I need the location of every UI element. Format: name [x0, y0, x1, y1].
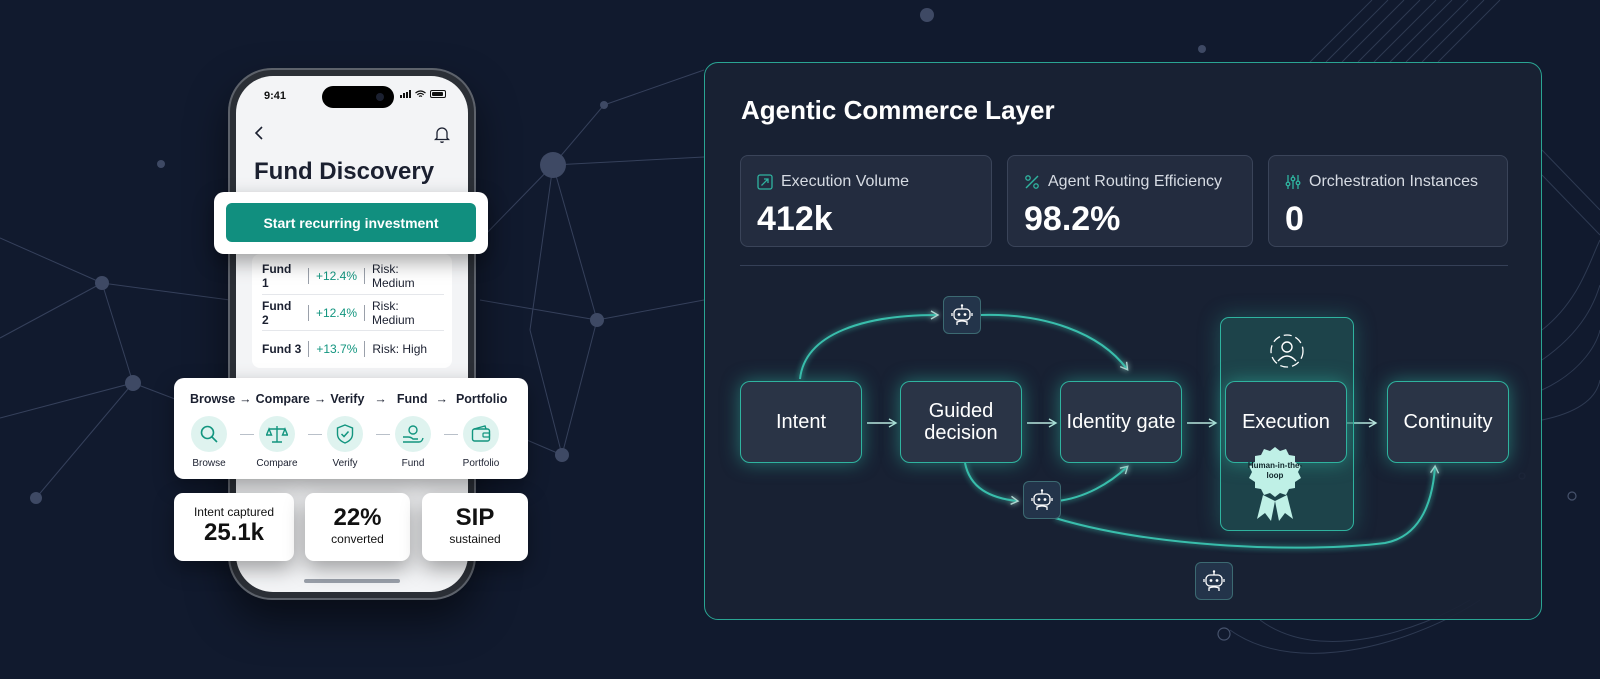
step-portfolio[interactable]: Portfolio: [454, 416, 508, 469]
start-recurring-investment-button[interactable]: Start recurring investment: [226, 203, 476, 242]
panel-divider: [740, 265, 1508, 266]
fund-list: Fund 1 +12.4% Risk: Medium Fund 2 +12.4%…: [252, 254, 452, 368]
flow-step: Compare: [255, 392, 310, 406]
flow-arrow: →: [313, 392, 327, 406]
flow-step: Portfolio: [455, 392, 508, 406]
journey-flow-text: Browse→Compare→Verify→Fund→Portfolio: [190, 392, 507, 406]
fund-risk: Risk: High: [372, 341, 428, 356]
robot-icon: [1031, 489, 1053, 510]
robot-icon: [1203, 570, 1225, 591]
metric-label: Agent Routing Efficiency: [1048, 173, 1223, 190]
home-indicator: [304, 579, 400, 583]
fund-name: Fund 1: [262, 262, 292, 290]
step-label: Portfolio: [462, 458, 500, 469]
metric-label: Execution Volume: [781, 173, 910, 190]
flow-node-guided-decision[interactable]: Guided decision: [900, 381, 1022, 463]
metric-execution-volume: Execution Volume 412k: [740, 155, 992, 247]
metric-orchestration-instances: Orchestration Instances 0: [1268, 155, 1508, 247]
journey-card: Browse→Compare→Verify→Fund→Portfolio Bro…: [174, 378, 528, 479]
flow-node-continuity[interactable]: Continuity: [1387, 381, 1509, 463]
signal-icon: [400, 90, 411, 98]
stat-label: sustained: [449, 532, 501, 546]
flow-step: Browse: [190, 392, 236, 406]
flow-step: Fund: [396, 392, 428, 406]
metric-value: 98.2%: [1024, 200, 1121, 238]
step-compare[interactable]: Compare: [250, 416, 304, 469]
fund-return: +12.4%: [315, 269, 357, 283]
panel-title: Agentic Commerce Layer: [741, 95, 1055, 125]
step-browse[interactable]: Browse: [182, 416, 236, 469]
trend-up-icon: [757, 174, 773, 190]
agentic-commerce-panel: Agentic Commerce Layer Execution Volume …: [704, 62, 1542, 620]
search-icon: [200, 425, 218, 443]
fund-row[interactable]: Fund 3 +13.7% Risk: High: [262, 330, 444, 366]
fund-risk: Risk: Medium: [371, 262, 415, 290]
step-verify[interactable]: Verify: [318, 416, 372, 469]
flow-arrow: →: [239, 392, 252, 406]
flow-connectors: [799, 310, 1440, 549]
agent-robot-bottom[interactable]: [1195, 562, 1233, 600]
fund-name: Fund 2: [262, 298, 292, 327]
metric-agent-routing-efficiency: Agent Routing Efficiency 98.2%: [1007, 155, 1253, 247]
step-label: Fund: [401, 458, 425, 469]
cta-card: Start recurring investment: [214, 192, 488, 254]
back-chevron-icon[interactable]: [254, 126, 266, 140]
wallet-icon: [471, 425, 491, 442]
step-fund[interactable]: Fund: [386, 416, 440, 469]
flow-node-identity-gate[interactable]: Identity gate: [1060, 381, 1182, 463]
page-title: Fund Discovery: [254, 158, 435, 185]
metric-value: 0: [1285, 200, 1304, 238]
status-time: 9:41: [264, 90, 287, 102]
metric-label: Orchestration Instances: [1309, 173, 1478, 190]
wifi-icon: [415, 90, 426, 97]
step-label: Compare: [256, 458, 298, 469]
scale-icon: [266, 426, 288, 443]
fund-return: +13.7%: [316, 341, 358, 356]
stat-converted: 22% converted: [305, 493, 410, 561]
hand-coin-icon: [403, 425, 424, 443]
human-operator-icon: [1270, 334, 1304, 368]
stat-sip-sustained: SIP sustained: [422, 493, 528, 561]
status-icons: [400, 90, 446, 98]
sliders-icon: [1285, 175, 1301, 189]
rosette-icon: [1249, 447, 1301, 521]
flow-node-intent[interactable]: Intent: [740, 381, 862, 463]
robot-icon: [951, 304, 973, 325]
fund-name: Fund 3: [262, 341, 302, 356]
step-label: Browse: [192, 458, 226, 469]
stat-label: converted: [331, 532, 384, 546]
stat-value: SIP: [455, 504, 495, 531]
flow-step: Verify: [330, 392, 365, 406]
shield-check-icon: [336, 424, 354, 444]
flow-arrow: →: [374, 392, 387, 406]
agent-robot-middle[interactable]: [1023, 481, 1061, 519]
fund-row[interactable]: Fund 1 +12.4% Risk: Medium: [262, 258, 444, 294]
battery-icon: [430, 90, 446, 98]
stat-value: 25.1k: [203, 519, 265, 546]
fund-risk: Risk: Medium: [371, 298, 415, 327]
fund-return: +12.4%: [315, 305, 357, 320]
badge-label: Human-in-the-loop: [1247, 461, 1303, 480]
dynamic-island: [322, 86, 394, 108]
fund-row[interactable]: Fund 2 +12.4% Risk: Medium: [262, 294, 444, 330]
human-in-the-loop-badge: Human-in-the-loop: [1243, 445, 1307, 523]
agent-robot-top[interactable]: [943, 296, 981, 334]
step-label: Verify: [332, 458, 358, 469]
stat-intent-captured: Intent captured 25.1k: [174, 493, 294, 561]
metric-value: 412k: [757, 200, 833, 238]
flow-arrow: →: [435, 392, 448, 406]
bell-icon[interactable]: [434, 126, 450, 144]
stat-value: 22%: [333, 504, 382, 531]
percent-icon: [1025, 175, 1039, 189]
stat-label: Intent captured: [193, 505, 275, 519]
